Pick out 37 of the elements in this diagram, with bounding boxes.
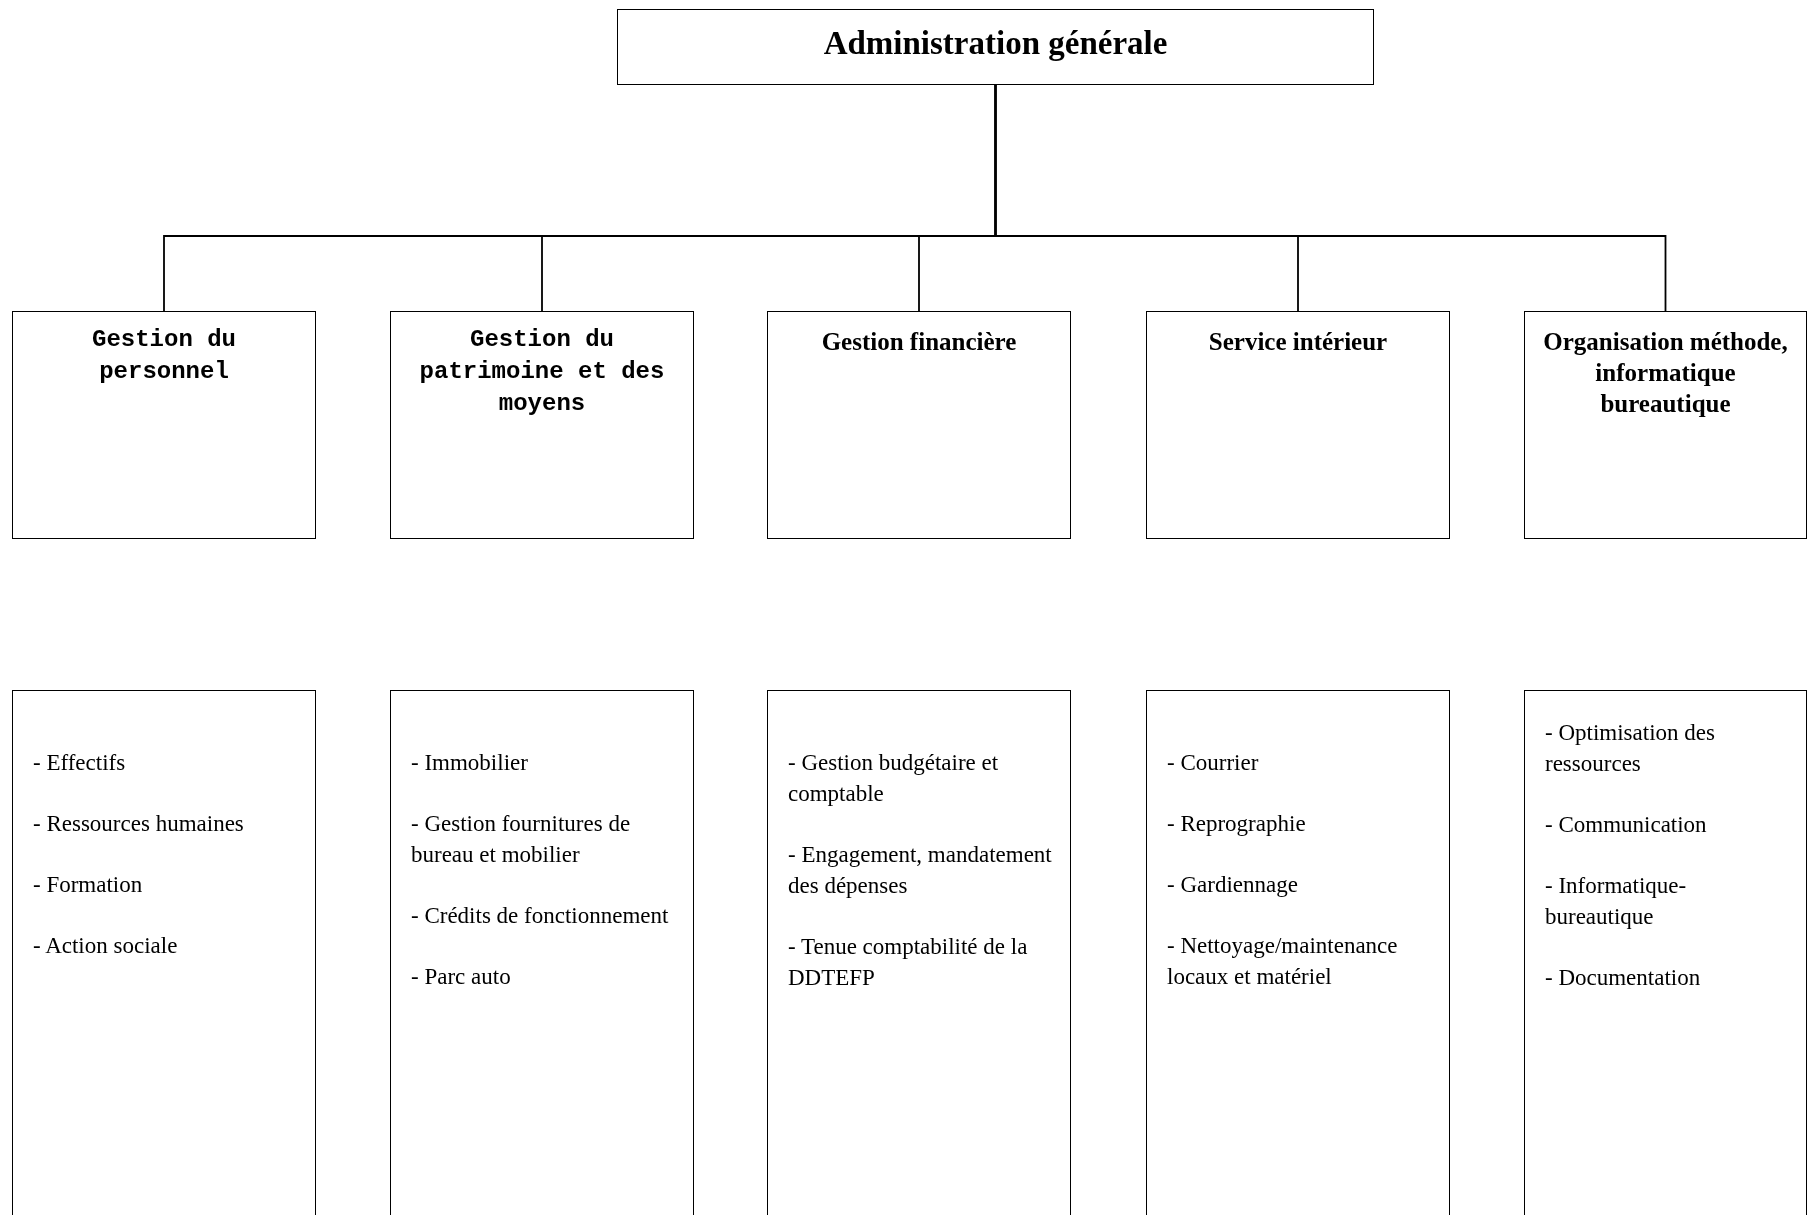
task-item: - Formation [33,871,144,899]
department-box [1146,311,1450,539]
department-box [390,311,694,539]
department-heading: Gestion du personnel [91,325,237,387]
task-item: - Gestion fournitures de bureau et mobilier [411,810,632,869]
task-item: - Courrier [1167,749,1260,777]
task-item: - Optimisation des ressources [1545,719,1716,778]
task-item: - Engagement, mandatement des dépenses [788,841,1053,900]
task-item: - Documentation [1545,964,1702,992]
task-item: - Informatique-bureautique [1545,872,1688,931]
task-item: - Crédits de fonctionnement [411,902,670,930]
department-box [767,311,1071,539]
task-list-box [767,690,1071,1215]
department-heading: Gestion du patrimoine et des moyens [418,325,666,419]
task-item: - Action sociale [33,932,179,960]
task-item: - Communication [1545,811,1708,839]
connector-line [994,84,1667,312]
task-item: - Parc auto [411,963,512,991]
task-item: - Ressources humaines [33,810,245,838]
task-list-box [1146,690,1450,1215]
department-box [1524,311,1807,539]
task-item: - Reprographie [1167,810,1307,838]
department-heading: Organisation méthode, informatique bureautique [1542,327,1789,419]
task-list-box [12,690,316,1215]
title-text: Administration générale [822,25,1169,62]
task-item: - Immobilier [411,749,529,777]
task-item: - Nettoyage/maintenance locaux et matériel [1167,932,1399,991]
task-list-box [1524,690,1807,1215]
title-box [617,9,1374,85]
task-item: - Effectifs [33,749,127,777]
task-item: - Tenue comptabilité de la DDTEFP [788,933,1029,992]
department-box [12,311,316,539]
department-heading: Gestion financière [820,327,1018,357]
task-list-box [390,690,694,1215]
task-item: - Gestion budgétaire et comptable [788,749,1000,808]
task-item: - Gardiennage [1167,871,1299,899]
department-heading: Service intérieur [1207,327,1389,357]
